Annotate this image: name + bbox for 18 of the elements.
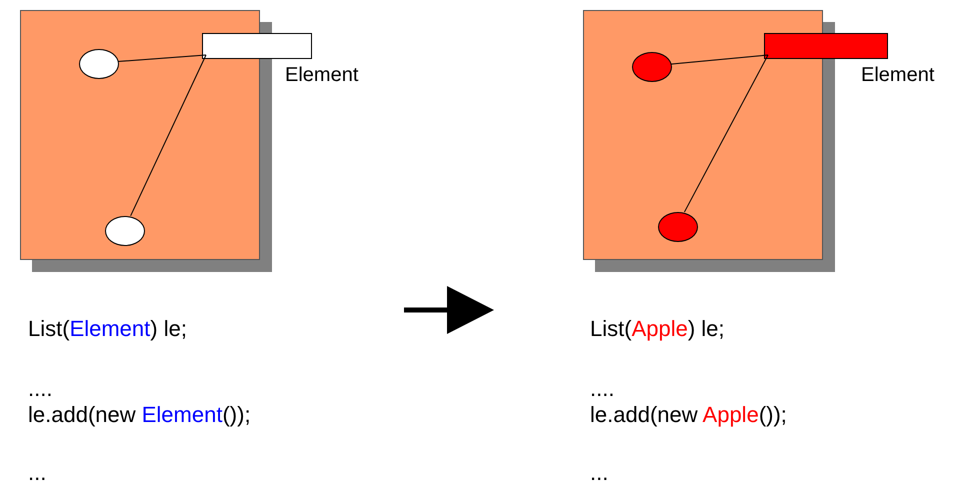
connector-line: [670, 54, 768, 65]
element-label: Element: [861, 64, 934, 87]
code-line: ...: [590, 460, 608, 485]
connector-line: [684, 54, 768, 213]
element-label: Element: [285, 64, 358, 87]
code-line: List(Apple) le;: [590, 316, 725, 342]
connector-line: [117, 54, 206, 62]
code-line: le.add(new Element());: [28, 402, 251, 428]
ellipse-node: [658, 212, 698, 242]
connector-line: [130, 54, 206, 216]
code-line: ...: [28, 460, 46, 485]
code-line: ....: [590, 376, 614, 402]
ellipse-node: [79, 49, 119, 79]
code-line: le.add(new Apple());: [590, 402, 787, 428]
ellipse-node: [632, 52, 672, 82]
code-line: List(Element) le;: [28, 316, 187, 342]
ellipse-node: [105, 216, 145, 246]
code-line: ....: [28, 376, 52, 402]
